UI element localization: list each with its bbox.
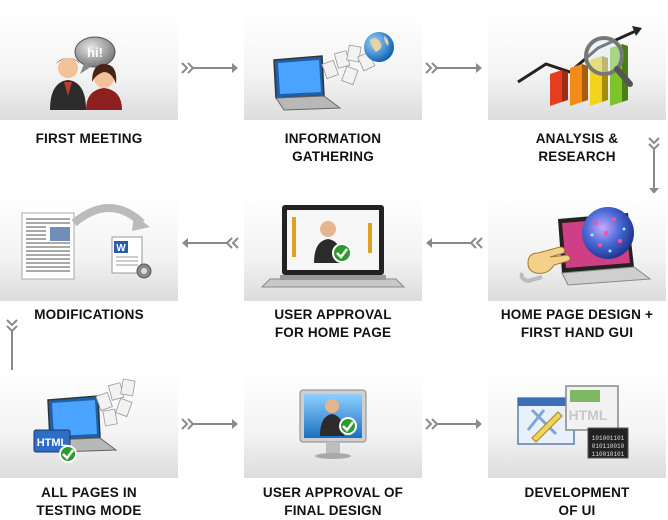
- laptop-globe-hand-icon: [519, 207, 652, 286]
- analysis-research-line-2: RESEARCH: [538, 149, 616, 164]
- all-pages-testing-line-2: TESTING MODE: [36, 503, 142, 518]
- arrow-right-icon: [181, 418, 238, 430]
- home-page-design-line-1: HOME PAGE DESIGN +: [500, 307, 654, 322]
- monitor-user-check-icon: [299, 389, 367, 459]
- development-ui-tile: HTML 101001101 010110010 110010101: [488, 370, 666, 478]
- arrow-right-icon: [181, 62, 238, 74]
- user-approval-home-tile: [244, 193, 422, 301]
- information-gathering-line-1: INFORMATION: [284, 131, 382, 146]
- first-meeting-label: FIRST MEETING: [0, 130, 178, 148]
- svg-text:hi!: hi!: [87, 45, 103, 60]
- development-ui-line-1: DEVELOPMENT: [524, 485, 630, 500]
- arrow-down-icon: [6, 319, 18, 376]
- svg-text:HTML: HTML: [37, 437, 68, 449]
- home-page-design-label: HOME PAGE DESIGN + FIRST HAND GUI: [488, 306, 666, 342]
- first-meeting-line-1: FIRST MEETING: [35, 131, 143, 146]
- analysis-research-label: ANALYSIS & RESEARCH: [488, 130, 666, 166]
- user-approval-final-tile: [244, 370, 422, 478]
- information-gathering-label: INFORMATION GATHERING: [244, 130, 422, 166]
- all-pages-testing-tile: HTML: [0, 370, 178, 478]
- modifications-label: MODIFICATIONS: [0, 306, 178, 324]
- user-approval-final-label: USER APPROVAL OF FINAL DESIGN: [244, 484, 422, 520]
- user-approval-home-line-2: FOR HOME PAGE: [274, 325, 392, 340]
- arrow-right-icon: [425, 418, 482, 430]
- all-pages-testing-line-1: ALL PAGES IN: [41, 485, 137, 500]
- arrow-down-icon: [648, 137, 660, 194]
- user-approval-home-label: USER APPROVAL FOR HOME PAGE: [244, 306, 422, 342]
- arrow-left-icon: [426, 237, 483, 249]
- laptop-user-check-icon: [260, 205, 406, 288]
- svg-text:HTML: HTML: [569, 407, 608, 423]
- arrow-right-icon: [425, 62, 482, 74]
- meeting-people-icon: hi!: [50, 36, 122, 110]
- user-approval-home-line-1: USER APPROVAL: [274, 307, 392, 322]
- user-approval-final-line-2: FINAL DESIGN: [284, 503, 382, 518]
- modifications-tile: W: [0, 193, 178, 301]
- user-approval-final-line-1: USER APPROVAL OF: [262, 485, 404, 500]
- information-gathering-line-2: GATHERING: [292, 149, 374, 164]
- all-pages-testing-label: ALL PAGES IN TESTING MODE: [0, 484, 178, 520]
- home-page-design-line-2: FIRST HAND GUI: [520, 325, 634, 340]
- information-gathering-tile: [244, 12, 422, 120]
- development-ui-label: DEVELOPMENT OF UI: [488, 484, 666, 520]
- modifications-line-1: MODIFICATIONS: [34, 307, 144, 322]
- laptop-documents-globe-icon: [273, 32, 394, 111]
- svg-text:010110010: 010110010: [592, 443, 625, 450]
- analysis-research-tile: [488, 12, 666, 120]
- svg-text:110010101: 110010101: [592, 451, 625, 458]
- home-page-design-tile: [488, 193, 666, 301]
- svg-text:W: W: [116, 243, 126, 254]
- analysis-research-line-1: ANALYSIS &: [535, 131, 619, 146]
- html-code-windows-icon: HTML 101001101 010110010 110010101: [517, 385, 629, 459]
- arrow-left-icon: [182, 237, 239, 249]
- first-meeting-tile: hi!: [0, 12, 178, 120]
- development-ui-line-2: OF UI: [558, 503, 596, 518]
- document-edit-icon: W: [21, 204, 152, 280]
- laptop-html-check-icon: HTML: [33, 378, 136, 463]
- bar-chart-magnifier-icon: [517, 26, 642, 106]
- svg-text:101001101: 101001101: [592, 435, 625, 442]
